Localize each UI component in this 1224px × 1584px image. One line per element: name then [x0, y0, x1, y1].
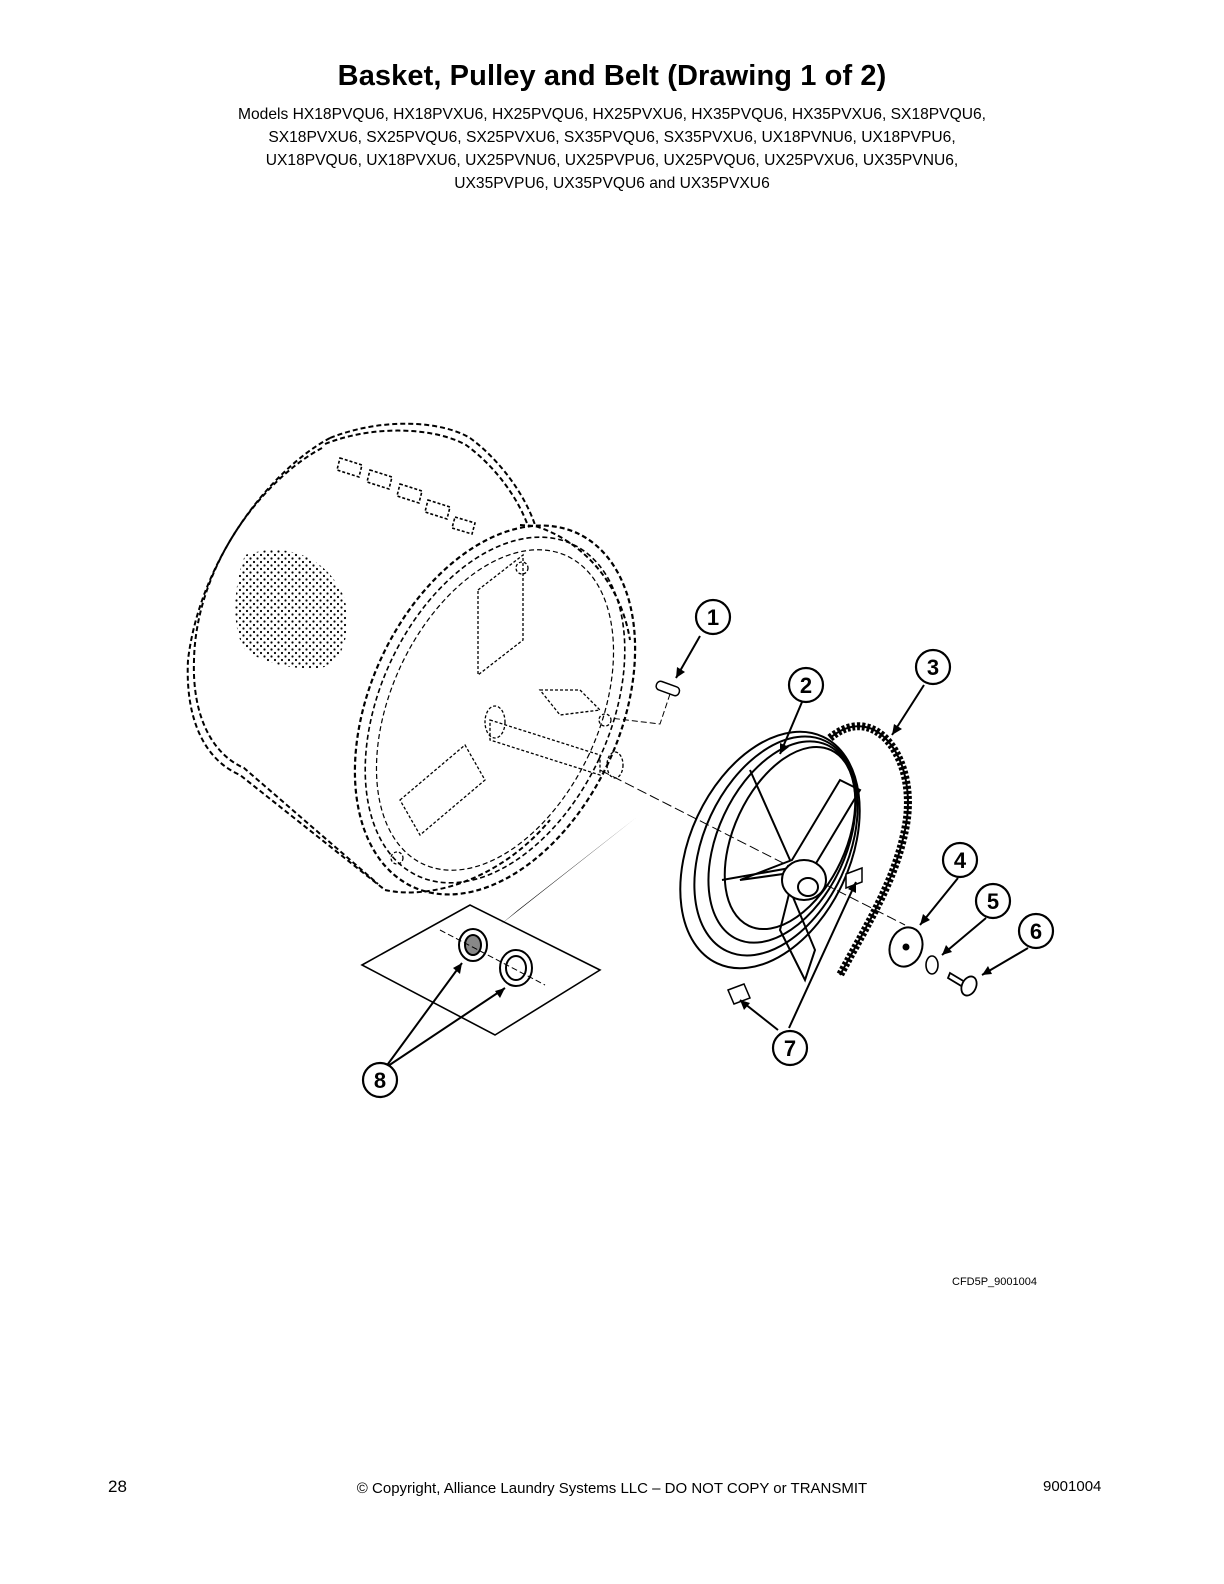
basket [186, 422, 637, 896]
models-list: Models HX18PVQU6, HX18PVXU6, HX25PVQU6, … [150, 103, 1074, 195]
basket-vents [336, 456, 476, 536]
svg-text:4: 4 [954, 848, 967, 873]
svg-text:5: 5 [987, 889, 999, 914]
page-number: 28 [108, 1477, 127, 1496]
seal-detail-inset [360, 904, 602, 1036]
callout-5: 5 [974, 882, 1012, 920]
document-number: 9001004 [1043, 1478, 1102, 1495]
callout-3: 3 [914, 648, 952, 686]
bolt [946, 971, 978, 997]
svg-text:8: 8 [374, 1068, 386, 1093]
svg-text:3: 3 [927, 655, 939, 680]
set-screws [727, 866, 863, 1005]
svg-text:7: 7 [784, 1036, 796, 1061]
callout-1: 1 [694, 598, 732, 636]
svg-text:6: 6 [1030, 919, 1042, 944]
lock-washer [925, 955, 939, 975]
callout-7: 7 [771, 1029, 809, 1067]
copyright-notice: © Copyright, Alliance Laundry Systems LL… [356, 1480, 868, 1497]
models-line: UX18PVQU6, UX18PVXU6, UX25PVNU6, UX25PVP… [265, 152, 959, 169]
leader-arrowheads [453, 667, 992, 1010]
page-title: Basket, Pulley and Belt (Drawing 1 of 2) [337, 60, 887, 92]
seal-parts [458, 928, 533, 987]
washer [888, 926, 924, 968]
pulley [679, 730, 862, 983]
figure-code: CFD5P_9001004 [952, 1276, 1038, 1288]
leader-lines [384, 635, 1029, 1069]
callout-4: 4 [941, 841, 979, 879]
basket-perforations [235, 550, 348, 669]
callout-6: 6 [1017, 912, 1055, 950]
svg-text:2: 2 [800, 673, 812, 698]
belt [827, 722, 912, 977]
models-line: SX18PVXU6, SX25PVQU6, SX25PVXU6, SX35PVQ… [268, 129, 956, 146]
basket-spider [390, 553, 624, 865]
shaft-centerline [599, 769, 906, 926]
models-line: UX35PVPU6, UX35PVQU6 and UX35PVXU6 [454, 175, 770, 192]
svg-text:1: 1 [707, 605, 719, 630]
callout-8: 8 [361, 1061, 399, 1099]
callout-2: 2 [787, 666, 825, 704]
models-line: Models HX18PVQU6, HX18PVXU6, HX25PVQU6, … [238, 106, 986, 123]
key-part [655, 680, 681, 697]
